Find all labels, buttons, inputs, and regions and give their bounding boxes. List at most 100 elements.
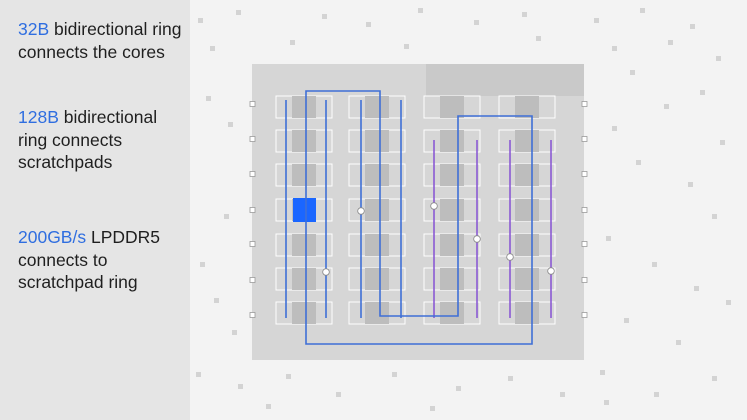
- background-dot: [214, 298, 219, 303]
- background-dot: [636, 160, 641, 165]
- background-dot: [694, 286, 699, 291]
- edge-pad-right: [581, 136, 588, 142]
- background-dot: [198, 18, 203, 23]
- core-block: [440, 268, 464, 290]
- background-dot: [224, 214, 229, 219]
- caption-scratchpad-ring-text: bidirectional ring connects scratchpads: [18, 107, 158, 172]
- junction-node: [506, 253, 514, 261]
- background-dot: [652, 262, 657, 267]
- caption-core-ring: 32B bidirectional ring connects the core…: [18, 18, 188, 63]
- background-dot: [238, 384, 243, 389]
- caption-panel: 32B bidirectional ring connects the core…: [0, 0, 190, 420]
- background-dot: [612, 126, 617, 131]
- core-block: [292, 96, 316, 118]
- edge-pad-left: [249, 312, 256, 318]
- junction-node: [430, 202, 438, 210]
- caption-memory-link-highlight: 200GB/s: [18, 227, 87, 247]
- background-dot: [654, 392, 659, 397]
- highlighted-core: [293, 198, 316, 222]
- core-block: [515, 130, 539, 152]
- core-block: [365, 268, 389, 290]
- core-block: [515, 199, 539, 221]
- background-dot: [196, 372, 201, 377]
- caption-memory-link: 200GB/s LPDDR5 connects to scratchpad ri…: [18, 226, 188, 294]
- edge-pad-left: [249, 207, 256, 213]
- background-dot: [236, 10, 241, 15]
- ring-lines: [285, 90, 555, 345]
- background-dot: [418, 8, 423, 13]
- edge-pad-right: [581, 171, 588, 177]
- background-dot: [700, 90, 705, 95]
- background-dot: [604, 400, 609, 405]
- background-dot: [210, 46, 215, 51]
- core-block: [292, 130, 316, 152]
- background-dot: [560, 392, 565, 397]
- background-dot: [630, 70, 635, 75]
- background-dot: [430, 406, 435, 411]
- background-dot: [720, 140, 725, 145]
- edge-pad-left: [249, 241, 256, 247]
- die-io-block: [426, 64, 584, 96]
- core-block: [292, 164, 316, 186]
- background-dot: [690, 24, 695, 29]
- background-dot: [712, 214, 717, 219]
- edge-pads: [249, 101, 588, 318]
- background-dot: [456, 386, 461, 391]
- core-block: [365, 164, 389, 186]
- edge-pad-left: [249, 277, 256, 283]
- core-block: [440, 130, 464, 152]
- core-block: [515, 302, 539, 324]
- background-dot: [664, 104, 669, 109]
- caption-core-ring-highlight: 32B: [18, 19, 50, 39]
- background-dot: [366, 22, 371, 27]
- junction-node: [473, 235, 481, 243]
- background-dot: [228, 122, 233, 127]
- core-grid: [275, 95, 556, 325]
- core-block: [440, 234, 464, 256]
- edge-pad-right: [581, 101, 588, 107]
- background-dot: [600, 370, 605, 375]
- core-block: [515, 164, 539, 186]
- core-block: [292, 234, 316, 256]
- core-block: [365, 234, 389, 256]
- core-block: [515, 234, 539, 256]
- background-dot: [474, 20, 479, 25]
- edge-pad-right: [581, 312, 588, 318]
- core-block: [292, 302, 316, 324]
- core-block: [365, 302, 389, 324]
- background-dot: [286, 374, 291, 379]
- background-dot: [200, 262, 205, 267]
- background-dot: [522, 12, 527, 17]
- background-dot: [612, 46, 617, 51]
- caption-scratchpad-ring-highlight: 128B: [18, 107, 59, 127]
- core-block: [365, 130, 389, 152]
- core-block: [440, 199, 464, 221]
- background-dot: [668, 40, 673, 45]
- background-dot: [392, 372, 397, 377]
- background-dot: [726, 300, 731, 305]
- core-block: [515, 268, 539, 290]
- background-dot: [676, 340, 681, 345]
- edge-pad-left: [249, 171, 256, 177]
- background-dots: [196, 8, 731, 411]
- background-dot: [536, 36, 541, 41]
- background-dot: [624, 318, 629, 323]
- core-block: [515, 96, 539, 118]
- core-block: [440, 96, 464, 118]
- core-block: [365, 96, 389, 118]
- background-dot: [716, 56, 721, 61]
- edge-pad-right: [581, 241, 588, 247]
- core-ring-loop: [305, 90, 533, 345]
- core-block: [292, 268, 316, 290]
- background-dot: [206, 96, 211, 101]
- background-dot: [266, 404, 271, 409]
- background-dot: [508, 376, 513, 381]
- edge-pad-left: [249, 101, 256, 107]
- junction-node: [357, 207, 365, 215]
- background-dot: [594, 18, 599, 23]
- edge-pad-right: [581, 207, 588, 213]
- background-dot: [688, 182, 693, 187]
- caption-memory-link-text: LPDDR5 connects to scratchpad ring: [18, 227, 161, 292]
